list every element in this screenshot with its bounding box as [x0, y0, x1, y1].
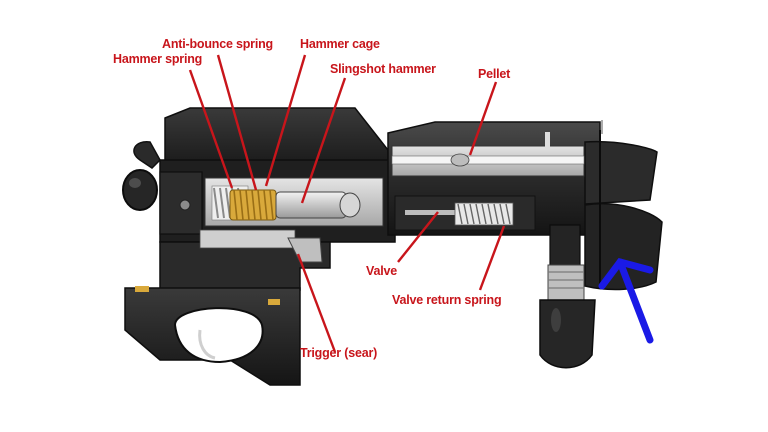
pointer-trigger-sear	[296, 253, 337, 353]
pointer-hammer-cage	[264, 54, 307, 187]
label-pellet: Pellet	[478, 67, 511, 81]
air-reservoir	[539, 224, 596, 369]
blue-arrow-pointer-icon	[598, 258, 654, 344]
label-hammer-spring: Hammer spring	[113, 52, 203, 66]
pointer-pellet	[468, 81, 498, 156]
valve-return-spring-coils	[454, 202, 514, 226]
label-anti-bounce-spring: Anti-bounce spring	[162, 37, 273, 51]
pointer-anti-bounce-spring	[216, 54, 258, 191]
pointer-slingshot-hammer	[300, 77, 347, 204]
pointer-valve	[397, 211, 439, 263]
trigger-group	[124, 229, 331, 386]
pointer-hammer-spring	[188, 69, 234, 189]
label-valve: Valve	[366, 264, 397, 278]
bolt-handle	[122, 141, 161, 211]
slingshot-hammer-body	[275, 191, 361, 219]
label-valve-return-spring: Valve return spring	[392, 293, 502, 307]
barrel-cutaway	[391, 132, 585, 177]
label-trigger-sear: Trigger (sear)	[300, 346, 378, 360]
hammer-cage-cutaway	[204, 177, 384, 227]
anti-bounce-spring-coils	[229, 189, 277, 221]
valve-cutaway	[394, 195, 536, 231]
label-slingshot-hammer: Slingshot hammer	[330, 62, 436, 76]
pointer-valve-return-spring	[478, 225, 506, 291]
pointer-lines	[188, 54, 506, 353]
label-hammer-cage: Hammer cage	[300, 37, 380, 51]
